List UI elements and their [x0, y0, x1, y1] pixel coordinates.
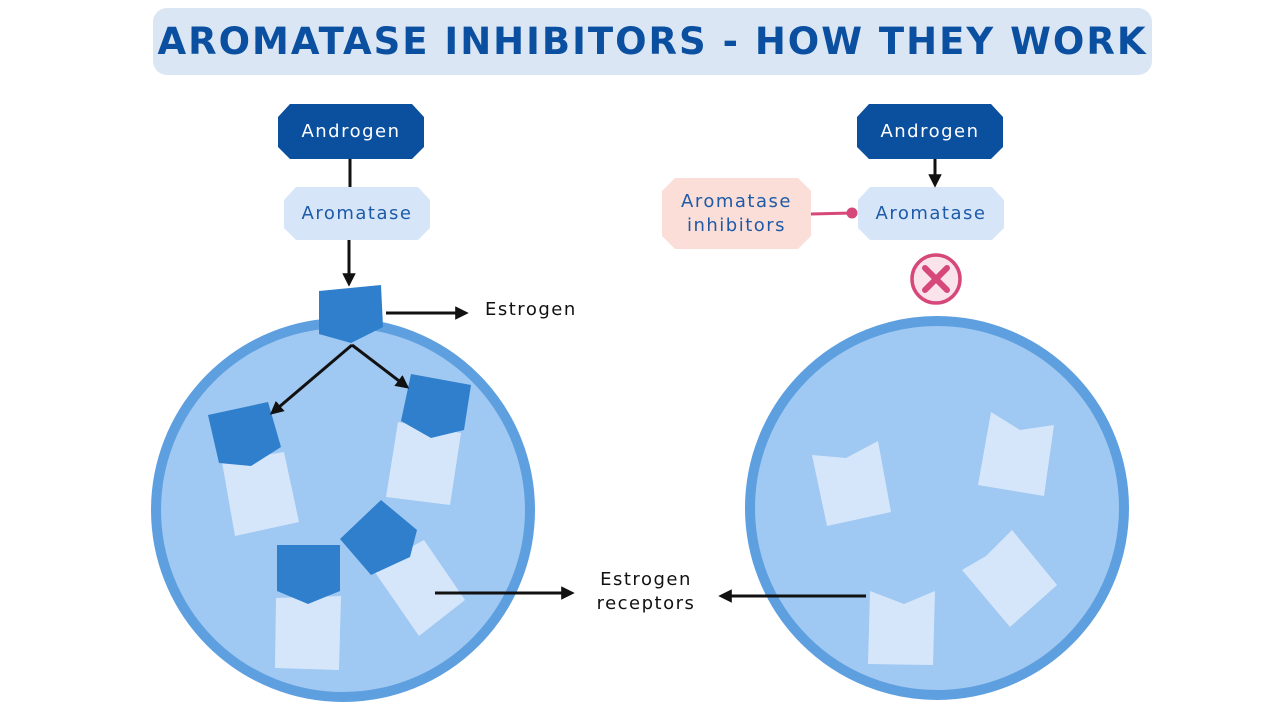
- inhibitor-label-line2: inhibitors: [686, 214, 787, 236]
- androgen-node: [278, 104, 424, 159]
- arrow: [269, 343, 353, 415]
- receptor: [386, 422, 461, 505]
- androgen-node: [857, 104, 1003, 159]
- receptors-label-line2: receptors: [596, 593, 696, 614]
- left-aromatase-label: Aromatase: [301, 202, 413, 224]
- receptor: [372, 540, 465, 636]
- receptors-label-line1: Estrogen: [600, 569, 692, 590]
- receptor: [812, 441, 891, 526]
- receptor: [275, 596, 341, 670]
- title-banner: AROMATASE INHIBITORS - HOW THEY WORK: [153, 8, 1152, 75]
- estrogen-molecule: [208, 402, 281, 466]
- right-cell: [745, 316, 1129, 700]
- right-aromatase-label: Aromatase: [875, 202, 987, 224]
- receptor: [868, 591, 935, 665]
- right-androgen-label: Androgen: [880, 120, 980, 142]
- page-title: AROMATASE INHIBITORS - HOW THEY WORK: [157, 20, 1148, 63]
- estrogen-molecule: [340, 500, 417, 575]
- arrow: [351, 343, 410, 389]
- inhibitor-label: Aromatase inhibitors: [662, 178, 811, 249]
- aromatase-node: [284, 187, 430, 240]
- estrogen-molecule: [401, 374, 471, 438]
- inhibitor-label-line1: Aromatase: [681, 190, 792, 212]
- estrogen-molecule: [319, 285, 383, 343]
- x-circle-icon: [910, 253, 962, 305]
- aromatase-node: [858, 187, 1004, 240]
- left-androgen-label: Androgen: [301, 120, 401, 142]
- left-cell: [151, 318, 535, 702]
- estrogen-receptors-label: Estrogen receptors: [586, 568, 706, 616]
- receptor: [222, 452, 299, 536]
- estrogen-molecule: [277, 545, 340, 604]
- receptor: [978, 412, 1054, 496]
- inhibition-link: [810, 211, 853, 216]
- inhibition-dot: [846, 207, 858, 219]
- estrogen-label: Estrogen: [485, 299, 577, 320]
- receptor: [962, 530, 1057, 627]
- inhibitor-node: [662, 178, 811, 249]
